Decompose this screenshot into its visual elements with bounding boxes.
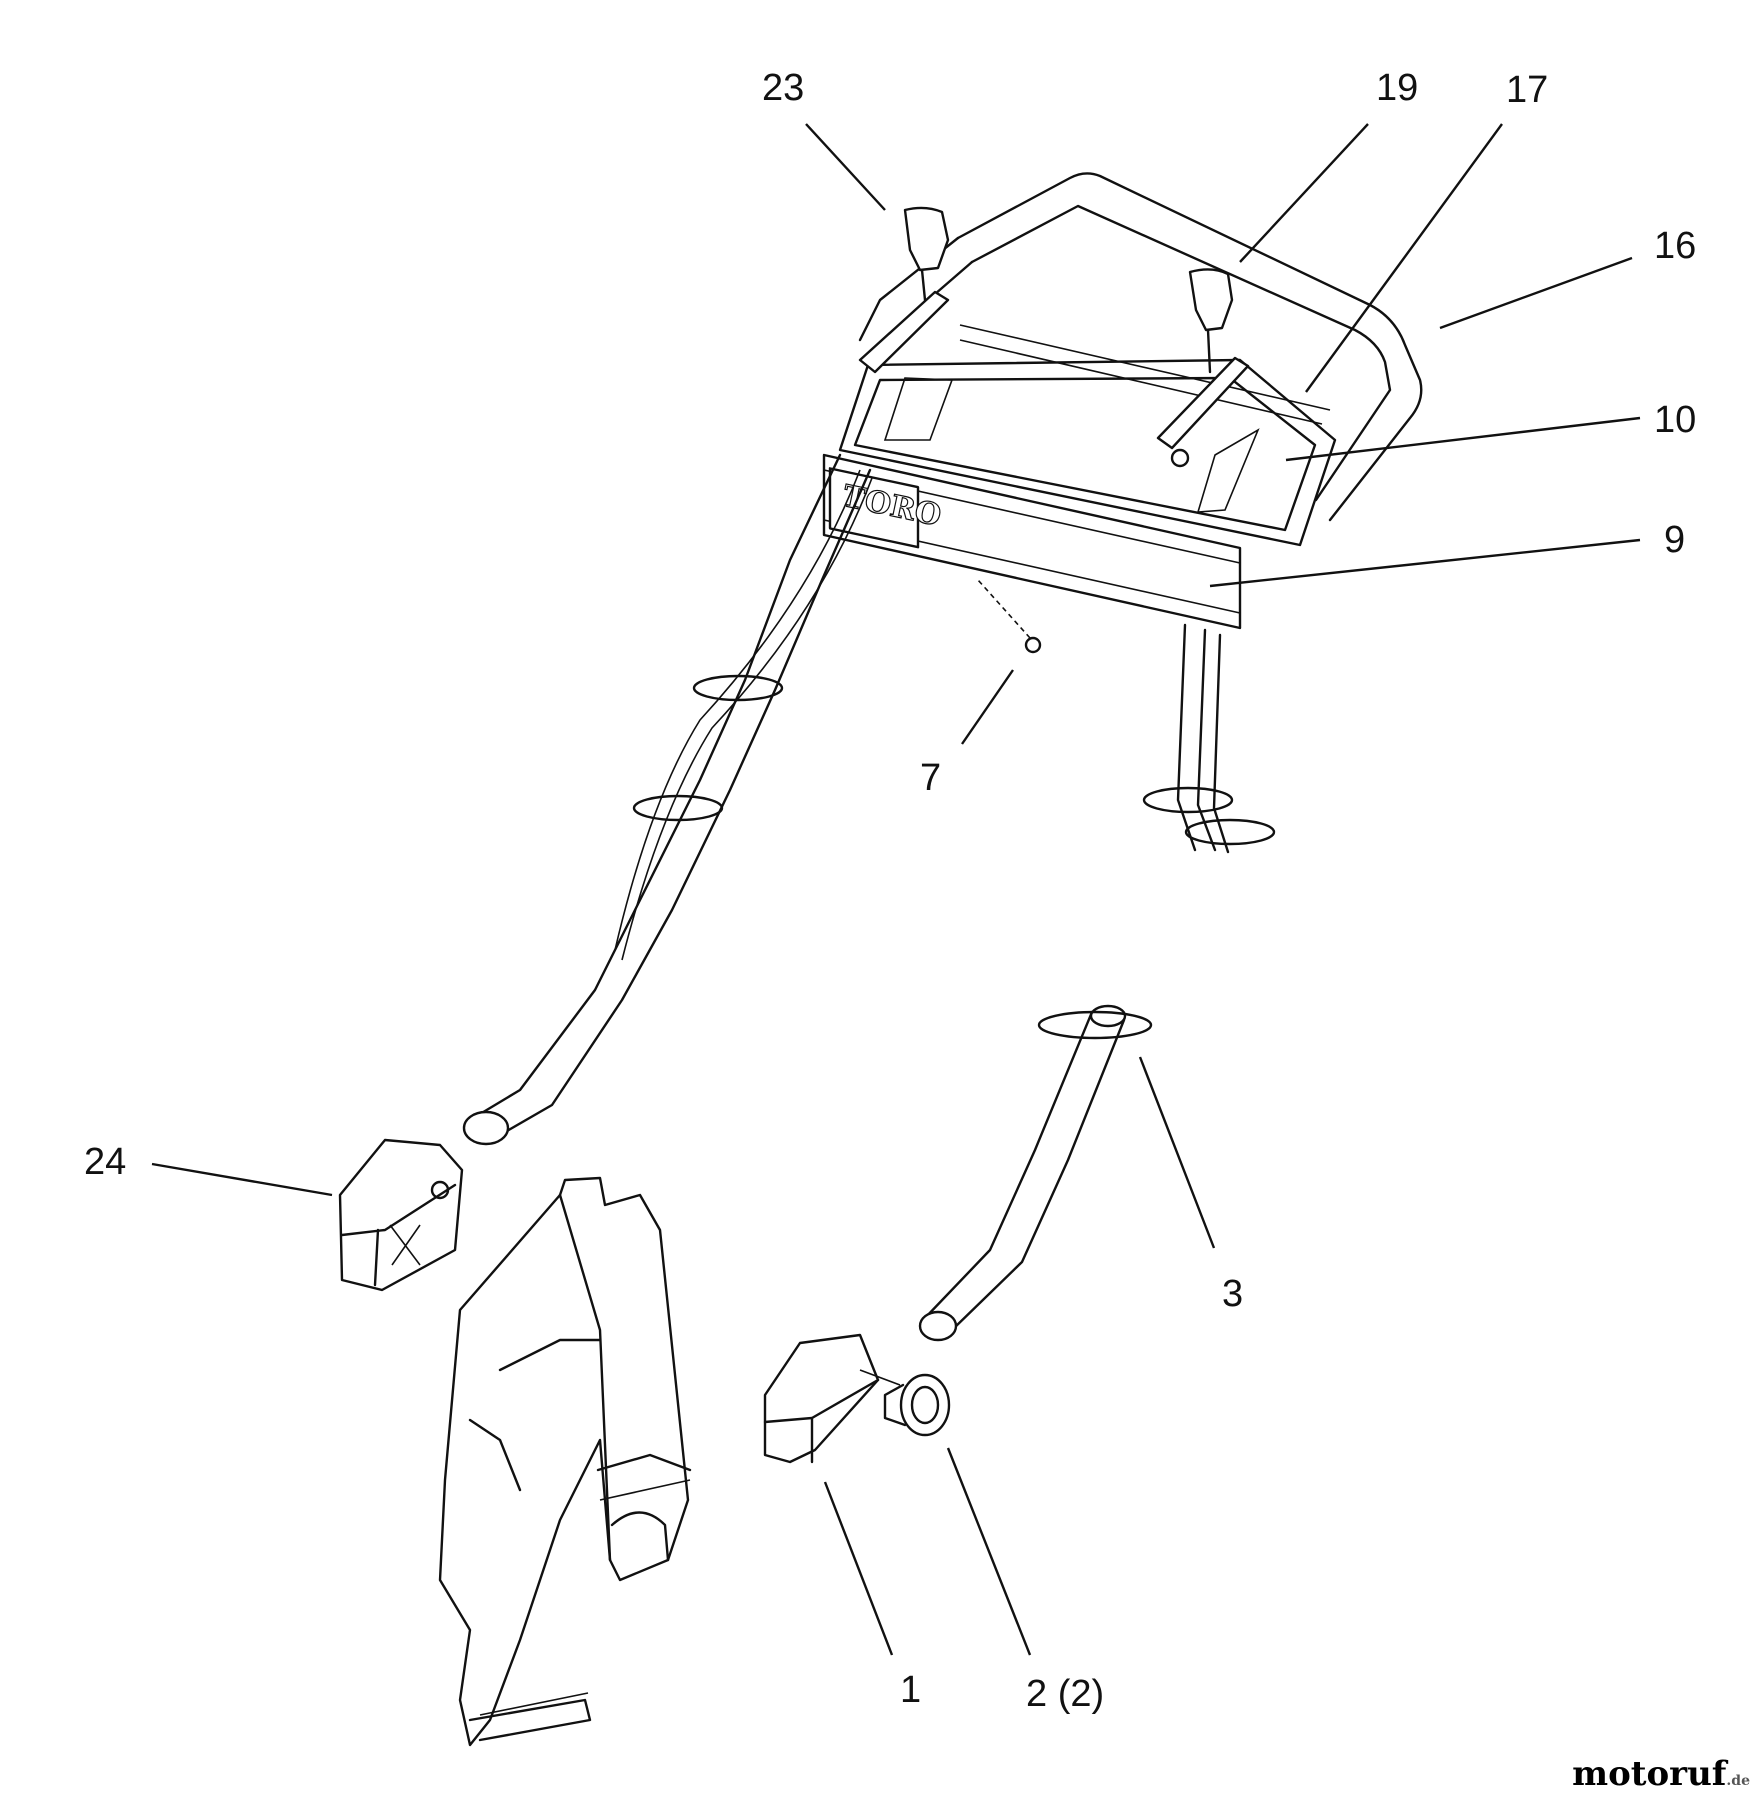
shift-lever-right [1156, 268, 1250, 468]
callout-7: 7 [920, 757, 941, 799]
callout-19: 19 [1376, 67, 1418, 109]
callout-9: 9 [1664, 519, 1685, 561]
callout-17: 17 [1506, 69, 1548, 111]
leader-16 [1439, 256, 1633, 330]
watermark-text: motoruf [1572, 1754, 1727, 1794]
callout-labels: 23 19 17 16 10 9 7 24 3 1 2 (2) [84, 67, 1696, 1715]
mower-frame [438, 1176, 692, 1747]
left-handle-tube [462, 453, 873, 1146]
leader-10 [1285, 416, 1641, 462]
leader-19 [1239, 123, 1369, 263]
leader-1 [823, 1481, 894, 1656]
callout-3: 3 [1222, 1273, 1243, 1315]
right-handle-stubs [1142, 623, 1276, 854]
callout-23: 23 [762, 67, 804, 109]
callout-2: 2 (2) [1026, 1673, 1104, 1715]
watermark-suffix: .de [1726, 1773, 1750, 1789]
knob [883, 1373, 951, 1437]
leader-24 [151, 1162, 333, 1197]
leader-9 [1209, 538, 1641, 588]
leader-17 [1305, 123, 1503, 393]
leader-lines [151, 123, 1641, 1656]
front-panel: TORO [822, 453, 1242, 630]
leader-2 [946, 1447, 1032, 1656]
shift-lever-left [858, 206, 950, 374]
left-bracket [338, 1138, 464, 1292]
callout-24: 24 [84, 1141, 126, 1183]
lower-right-tube [918, 1004, 1153, 1342]
leader-3 [1138, 1056, 1216, 1249]
callout-10: 10 [1654, 399, 1696, 441]
callout-1: 1 [900, 1669, 921, 1711]
leader-23 [805, 123, 886, 211]
watermark-logo: motoruf.de [1572, 1754, 1750, 1794]
leader-7 [961, 669, 1014, 745]
screw-7 [977, 579, 1042, 654]
callout-16: 16 [1654, 225, 1696, 267]
right-bracket [763, 1333, 901, 1464]
